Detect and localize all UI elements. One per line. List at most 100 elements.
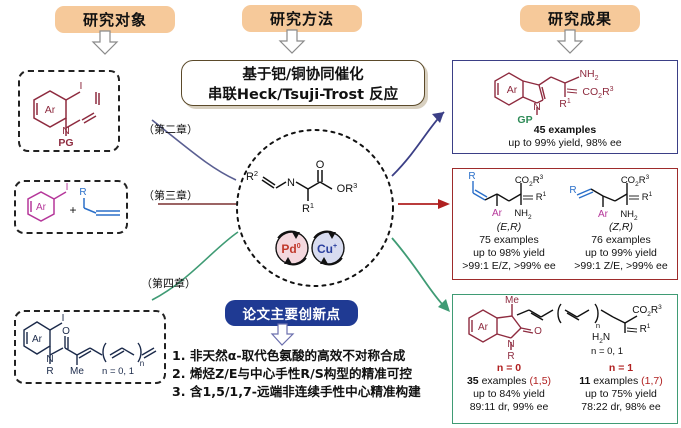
substrate-structure-2: Ar I + R bbox=[27, 182, 120, 222]
oxindole-h2n-label: H2N bbox=[592, 332, 610, 345]
result-box-oxindole: Ar Me N R O n H2N CO2R3 R1 n = 0, 1 n = … bbox=[452, 294, 678, 424]
substrate1-nitrogen-label: N bbox=[62, 125, 70, 137]
substrate2-plus-sign: + bbox=[69, 203, 76, 217]
oxindole-structure: Ar Me N R O n H2N CO2R3 R1 n = 0, 1 bbox=[468, 295, 662, 362]
result-box-alkene: R Ar CO2R3 R1 NH2 (E,R) 75 examples up t… bbox=[452, 168, 678, 280]
alkene-E-co2r3-label: CO2R3 bbox=[515, 174, 544, 188]
indole-examples: 45 examples bbox=[533, 124, 597, 136]
substrate3-iodine-label: I bbox=[62, 313, 65, 324]
oxindole-left-ex-paren: (1,5) bbox=[529, 375, 552, 388]
substrate2-iodine-label: I bbox=[66, 182, 69, 193]
oxindole-right-dr: 78:22 dr, 98% ee bbox=[581, 401, 661, 414]
indole-nh2-label: NH2 bbox=[579, 68, 598, 82]
alkene-E-r1-label: R1 bbox=[536, 191, 547, 203]
oxindole-right-ex-text: examples bbox=[590, 375, 642, 388]
alkene-Z-config: (Z,R) bbox=[609, 221, 633, 233]
innovation-point-2: 2. 烯烃Z/E与中心手性R/S构型的精准可控 bbox=[172, 365, 412, 381]
substrate-structure-3: Ar I N R O Me n n = 0, 1 bbox=[23, 313, 157, 377]
oxindole-co2r3-label: CO2R3 bbox=[632, 304, 662, 318]
method-line-1: 基于钯/铜协同催化 bbox=[242, 67, 364, 83]
center-imine-structure: R2 N O OR3 R1 bbox=[246, 159, 358, 215]
alkene-Z-yield: up to 99% yield bbox=[585, 247, 657, 260]
innovation-pill: 论文主要创新点 bbox=[225, 300, 358, 326]
palladium-label: Pd0 bbox=[281, 242, 300, 256]
header-label-object: 研究对象 bbox=[82, 11, 147, 29]
center-r1-label: R1 bbox=[302, 201, 314, 215]
indole-r1-label: R1 bbox=[559, 98, 571, 110]
header-pill-object: 研究对象 bbox=[55, 6, 175, 33]
alkene-Z-nh2-label: NH2 bbox=[620, 209, 638, 222]
substrate2-ar-label: Ar bbox=[36, 202, 47, 213]
result-box-indole: Ar N GP NH2 CO2R3 R1 45 examples up to 9… bbox=[452, 60, 678, 154]
alkene-E-config: (E,R) bbox=[496, 221, 522, 233]
alkene-Z-structure: R Ar CO2R3 R1 NH2 bbox=[569, 174, 653, 222]
center-or3-label: OR3 bbox=[337, 181, 358, 195]
arrow-down-innovation bbox=[270, 323, 295, 346]
oxindole-n-index: n bbox=[596, 321, 600, 330]
indole-ar-label: Ar bbox=[507, 84, 518, 96]
substrate1-pg-label: PG bbox=[58, 137, 73, 149]
substrate3-n-values: n = 0, 1 bbox=[102, 366, 134, 377]
oxindole-o-label: O bbox=[534, 326, 542, 337]
innovation-point-3: 3. 含1,5/1,7-远端非连续手性中心精准构建 bbox=[172, 383, 421, 399]
chapter-label-4: （第四章） bbox=[141, 275, 196, 291]
alkene-Z-ratio: >99:1 Z/E, >99% ee bbox=[574, 260, 668, 273]
indole-stats: up to 99% yield, 98% ee bbox=[508, 137, 622, 150]
method-line-2: 串联Heck/Tsuji-Trost 反应 bbox=[207, 86, 399, 103]
innovation-title: 论文主要创新点 bbox=[242, 307, 341, 323]
alkene-Z-r1-label: R1 bbox=[642, 191, 653, 203]
oxindole-right-yield: up to 75% yield bbox=[585, 388, 657, 401]
indole-structure: Ar N GP NH2 CO2R3 R1 bbox=[494, 68, 614, 126]
indole-co2r3-label: CO2R3 bbox=[582, 86, 613, 100]
substrate3-methyl-label: Me bbox=[70, 366, 84, 377]
oxindole-left-n-label: n = 0 bbox=[496, 362, 522, 374]
substrate3-nitrogen-label: N bbox=[46, 354, 53, 365]
substrate-box-1 bbox=[18, 70, 120, 152]
header-pill-result: 研究成果 bbox=[520, 5, 640, 32]
method-box: 基于钯/铜协同催化 串联Heck/Tsuji-Trost 反应 bbox=[181, 60, 425, 106]
substrate-structure-1: Ar I N PG bbox=[33, 80, 100, 149]
catalyst-cycle: Pd0 Cu+ bbox=[275, 230, 345, 266]
alkene-Z-r-label: R bbox=[569, 185, 576, 196]
oxindole-r1-label: R1 bbox=[640, 323, 651, 335]
substrate3-oxygen-label: O bbox=[62, 326, 70, 337]
substrate-box-2 bbox=[14, 180, 128, 234]
alkene-E-ratio: >99:1 E/Z, >99% ee bbox=[462, 260, 556, 273]
substrate3-ar-label: Ar bbox=[32, 334, 43, 345]
indole-n-label: N bbox=[533, 101, 541, 113]
oxindole-left-dr: 89:11 dr, 99% ee bbox=[469, 401, 549, 414]
substrate1-iodine-label: I bbox=[80, 80, 83, 92]
alkene-Z-co2r3-label: CO2R3 bbox=[621, 174, 650, 188]
header-label-method: 研究方法 bbox=[269, 10, 334, 28]
oxindole-left-yield: up to 84% yield bbox=[473, 388, 545, 401]
copper-label: Cu+ bbox=[317, 242, 337, 256]
oxindole-n-label: N bbox=[507, 339, 514, 350]
innovation-points: 1. 非天然α-取代色氨酸的高效不对称合成 2. 烯烃Z/E与中心手性R/S构型… bbox=[172, 347, 444, 401]
alkene-E-yield: up to 98% yield bbox=[473, 247, 545, 260]
center-r2-label: R2 bbox=[246, 169, 258, 183]
chapter-label-3: （第三章） bbox=[143, 187, 198, 203]
chapter-4-text: （第四章） bbox=[141, 277, 196, 290]
alkene-E-r-label: R bbox=[468, 171, 475, 182]
arrow-down-method bbox=[278, 29, 306, 54]
oxindole-right-ex-paren: (1,7) bbox=[641, 375, 663, 388]
oxindole-right-n-label: n = 1 bbox=[608, 362, 634, 374]
header-label-result: 研究成果 bbox=[547, 10, 612, 28]
oxindole-right-ex-num: 11 bbox=[579, 375, 591, 388]
oxindole-right-examples: 11 examples (1,7) bbox=[565, 375, 677, 388]
oxindole-left-examples: 35 examples (1,5) bbox=[453, 375, 565, 388]
arrow-down-object bbox=[91, 30, 119, 55]
chapter-3-text: （第三章） bbox=[143, 189, 198, 202]
oxindole-left-ex-num: 35 bbox=[466, 375, 479, 388]
substrate3-n-index: n bbox=[140, 359, 144, 368]
alkene-Z-examples: 76 examples bbox=[591, 234, 651, 247]
alkene-E-examples: 75 examples bbox=[479, 234, 539, 247]
oxindole-me-label: Me bbox=[505, 295, 519, 306]
substrate1-ar-label: Ar bbox=[45, 104, 56, 116]
header-pill-method: 研究方法 bbox=[242, 5, 362, 32]
innovation-point-1: 1. 非天然α-取代色氨酸的高效不对称合成 bbox=[172, 348, 406, 363]
center-carbonyl-o-label: O bbox=[316, 159, 325, 171]
oxindole-r-label: R bbox=[507, 351, 514, 362]
oxindole-n-values: n = 0, 1 bbox=[591, 346, 623, 357]
